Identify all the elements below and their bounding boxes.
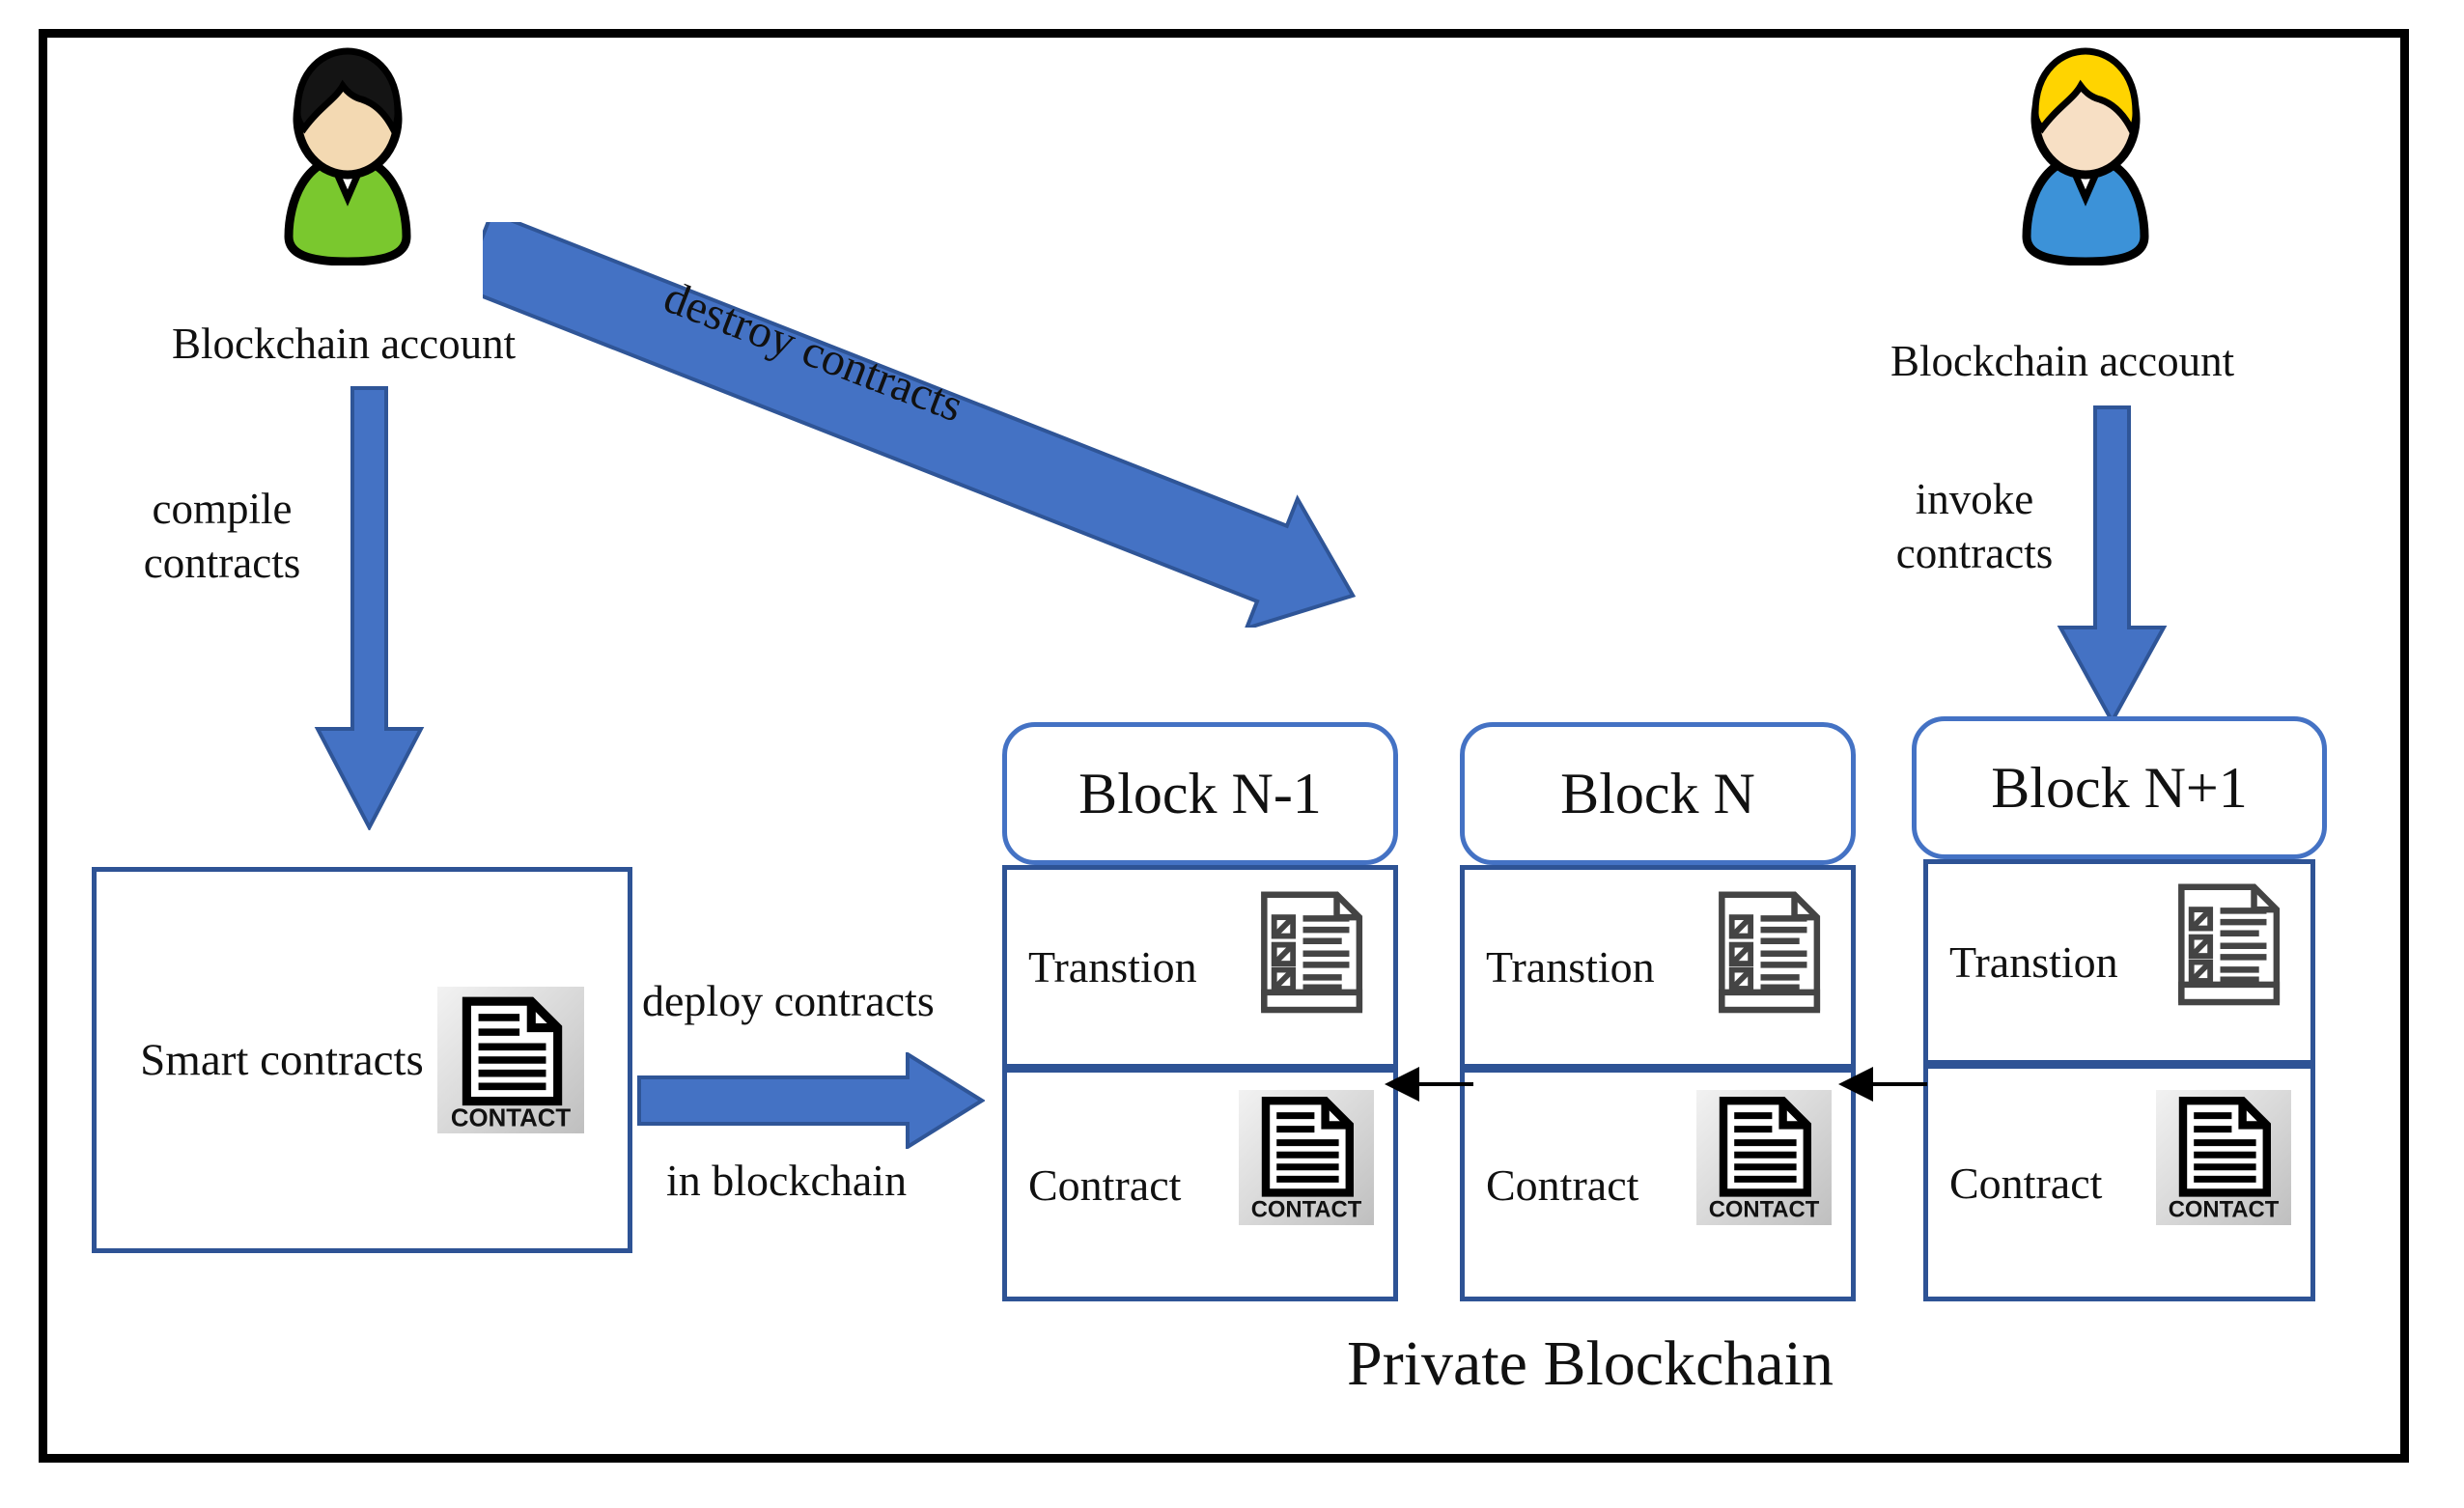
transition-label: Transtion [1949, 937, 2118, 987]
checklist-document-icon [2164, 880, 2289, 1019]
block-body: Transtion [1460, 865, 1856, 1301]
contract-label: Contract [1486, 1160, 1639, 1210]
contract-document-icon: CONTACT [1239, 1090, 1374, 1230]
block-body: Transtion [1923, 859, 2315, 1301]
compile-label-line2: contracts [143, 539, 301, 587]
user-avatar-icon [266, 43, 430, 265]
down-arrow-icon [314, 386, 425, 830]
block-title: Block N [1560, 762, 1755, 825]
smart-contracts-box: Smart contracts [92, 867, 632, 1253]
block-contract-cell: Contract [1465, 1073, 1851, 1298]
diagonal-arrow-icon [460, 209, 1506, 631]
block-title: Block N-1 [1078, 762, 1322, 825]
invoke-label-line2: contracts [1895, 529, 2054, 577]
contract-label: Contract [1028, 1160, 1182, 1210]
block-title-box: Block N+1 [1912, 716, 2327, 859]
block-n-minus-1: Block N-1 Transtion [1002, 722, 1398, 1301]
contract-document-icon: CONTACT [1696, 1090, 1832, 1230]
user-avatar-icon [2003, 43, 2168, 265]
contract-icon-caption: CONTACT [1709, 1197, 1820, 1223]
compile-label-line1: compile [152, 485, 293, 533]
transition-label: Transtion [1028, 942, 1197, 991]
page-title: Private Blockchain [1347, 1328, 1834, 1399]
block-n: Block N Transtion [1460, 722, 1856, 1301]
block-transition-cell: Transtion [1007, 870, 1393, 1073]
right-arrow-icon [637, 1050, 986, 1154]
contract-icon-caption: CONTACT [451, 1104, 572, 1131]
checklist-document-icon [1704, 887, 1830, 1027]
checklist-document-icon [1246, 887, 1372, 1027]
transition-label: Transtion [1486, 942, 1655, 991]
right-account-label: Blockchain account [1890, 337, 2235, 385]
contract-document-icon: CONTACT [436, 987, 584, 1133]
block-contract-cell: Contract [1007, 1073, 1393, 1298]
block-transition-cell: Transtion [1465, 870, 1851, 1073]
contract-document-icon: CONTACT [2156, 1090, 2291, 1230]
block-body: Transtion [1002, 865, 1398, 1301]
left-account-label: Blockchain account [172, 320, 517, 368]
block-title: Block N+1 [1991, 756, 2248, 820]
block-contract-cell: Contract [1928, 1069, 2310, 1298]
invoke-label-line1: invoke [1915, 475, 2034, 523]
block-title-box: Block N [1460, 722, 1856, 865]
block-transition-cell: Transtion [1928, 864, 2310, 1069]
left-arrow-icon [1381, 1062, 1477, 1106]
contract-icon-caption: CONTACT [1251, 1197, 1362, 1223]
contract-label: Contract [1949, 1159, 2103, 1208]
down-arrow-icon [2057, 405, 2168, 724]
smart-contracts-label: Smart contracts [140, 1035, 424, 1085]
block-title-box: Block N-1 [1002, 722, 1398, 865]
deploy-label-line1: deploy contracts [642, 976, 935, 1025]
left-arrow-icon [1834, 1062, 1931, 1106]
contract-icon-caption: CONTACT [2169, 1197, 2280, 1223]
deploy-label-line2: in blockchain [666, 1156, 908, 1205]
block-n-plus-1: Block N+1 Transtion [1912, 716, 2327, 1301]
